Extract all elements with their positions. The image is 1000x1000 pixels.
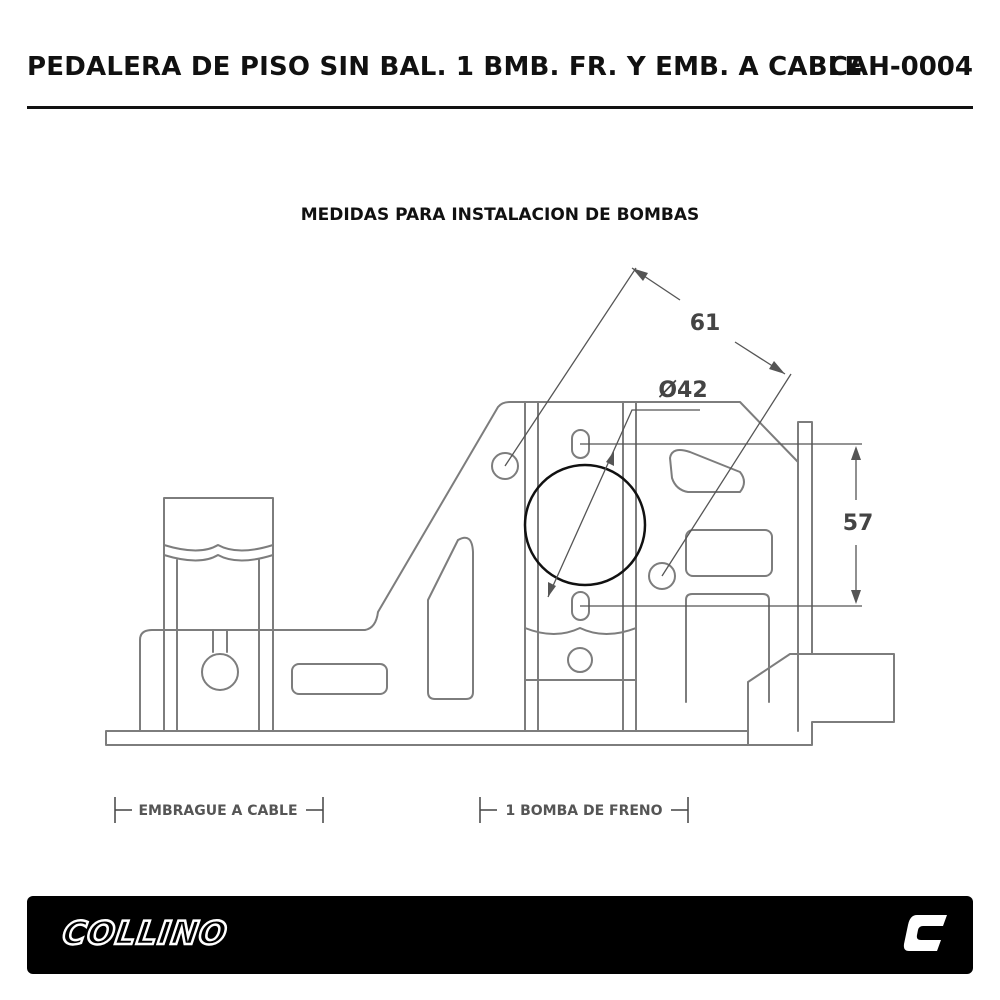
dim-57-label: 57 [843, 511, 874, 536]
brake-bracket [491, 401, 676, 732]
dim-bore-arrow-inner [548, 582, 556, 597]
main-body-outline [139, 401, 799, 732]
footer-bar: COLLINO [27, 896, 973, 974]
bore-circle [523, 463, 647, 587]
dim-61-extension-left [504, 267, 637, 467]
base-plate [105, 730, 749, 746]
clutch-bracket-right [306, 797, 324, 823]
body-slot-angled [427, 536, 474, 700]
body-slot-right-middle [685, 529, 773, 577]
dim-bore-label: Ø42 [658, 378, 707, 403]
brand-logo: COLLINO [59, 913, 231, 954]
diagram-subtitle: MEDIDAS PARA INSTALACION DE BOMBAS [300, 205, 700, 225]
clutch-section-label: EMBRAGUE A CABLE [138, 803, 297, 819]
dim-61-arrow-left [632, 268, 648, 281]
body-slot-right-tilted [669, 449, 745, 493]
dim-bore-arrow-outer [606, 451, 614, 466]
header-divider [27, 106, 973, 109]
clutch-bracket [163, 497, 274, 732]
body-slot-left [291, 663, 388, 695]
dim-57-arrow-top [851, 446, 861, 460]
collino-c-logo-icon [903, 915, 947, 951]
dim-57-arrow-bottom [851, 590, 861, 604]
dim-61-arrow-right [769, 361, 785, 374]
step-block [747, 653, 895, 746]
brake-section-label: 1 BOMBA DE FRENO [505, 803, 662, 819]
dim-61-extension-right [661, 373, 792, 577]
page-title: PEDALERA DE PISO SIN BAL. 1 BMB. FR. Y E… [27, 52, 863, 82]
brake-bracket-left [479, 797, 497, 823]
brake-bracket-right [671, 797, 689, 823]
clutch-bracket-left [114, 797, 132, 823]
dim-61-label: 61 [690, 311, 721, 336]
product-code: CAH-0004 [828, 52, 973, 82]
body-slot-right-lower [685, 593, 770, 703]
right-post [797, 421, 813, 655]
dim-bore-leader [547, 409, 700, 598]
